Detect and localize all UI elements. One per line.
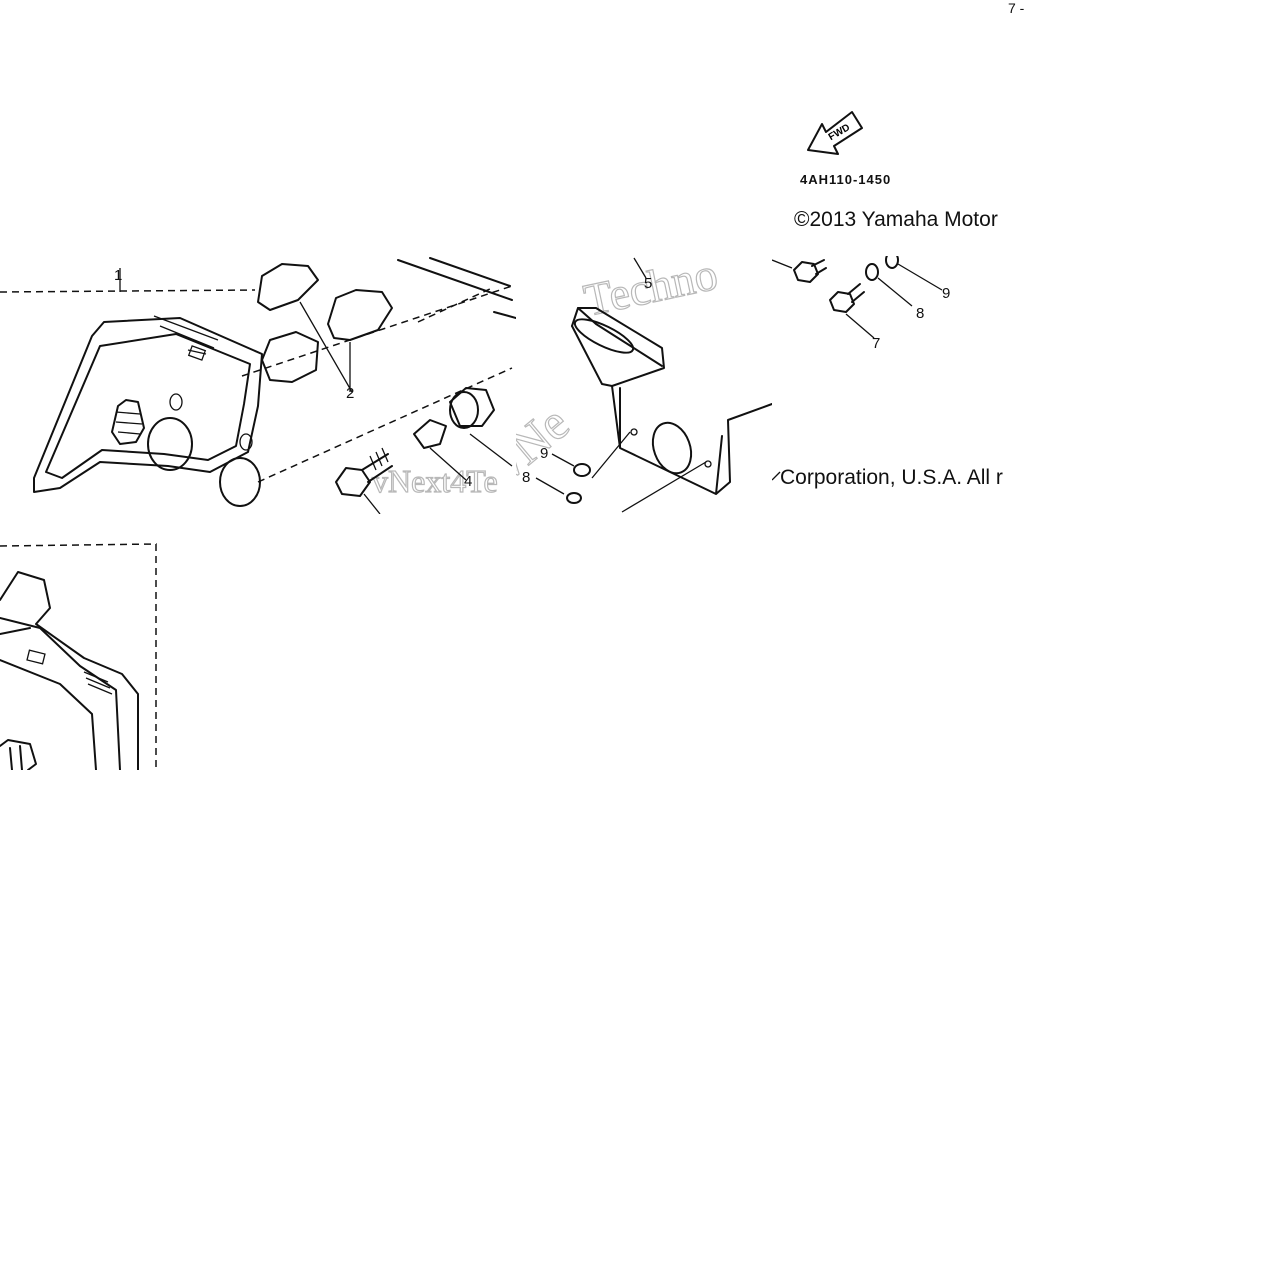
lens-inner-rim	[45, 333, 251, 479]
fwd-arrow-icon: FWD	[807, 111, 863, 155]
bulb-upper	[257, 263, 319, 311]
callout-9b: 9	[942, 285, 950, 302]
nut	[566, 492, 582, 504]
flat-washer	[885, 256, 899, 269]
bracket-hole	[651, 421, 693, 475]
callout-7: 7	[872, 335, 880, 352]
bulb-lower	[327, 289, 393, 341]
screw-upper	[793, 261, 819, 283]
callout-1: 1	[114, 267, 122, 284]
bulb-socket	[111, 399, 145, 445]
bracket-slot	[573, 318, 635, 354]
copyright-line-2: Corporation, U.S.A. All r	[780, 466, 1003, 489]
diagram-tile-lens-detail	[0, 514, 160, 770]
callout-5: 5	[644, 275, 652, 292]
rubber-damper	[449, 387, 495, 427]
washer	[573, 463, 591, 477]
callout-2: 2	[346, 385, 354, 402]
bulb-holder	[261, 331, 319, 383]
callout-9a: 9	[540, 445, 548, 462]
lock-washer	[865, 263, 879, 281]
flange-bolt	[335, 467, 371, 497]
callout-8a: 8	[522, 469, 530, 486]
diagram-tile-bracket: Techno vNe 5 9 8	[516, 256, 772, 514]
callout-8b: 8	[916, 305, 924, 322]
screw-7	[829, 291, 855, 313]
callout-4: 4	[464, 473, 472, 490]
diagram-tile-hardware: 7 8 9	[772, 256, 1028, 514]
lens-housing-detail	[0, 571, 139, 770]
diagram-tile-tail-light: vNext4Te 1 2 4	[0, 256, 516, 514]
lens-housing	[33, 317, 263, 493]
watermark-text: vNext4Te	[372, 463, 498, 499]
collar	[413, 419, 447, 449]
fwd-arrow-label: FWD	[827, 122, 852, 143]
corner-mark: 7 -	[1008, 0, 1025, 16]
copyright-line-1: ©2013 Yamaha Motor	[794, 208, 998, 231]
socket-hole-1	[147, 417, 193, 471]
drawing-code: 4AH110-1450	[800, 172, 892, 187]
socket-hole-2	[219, 457, 261, 507]
